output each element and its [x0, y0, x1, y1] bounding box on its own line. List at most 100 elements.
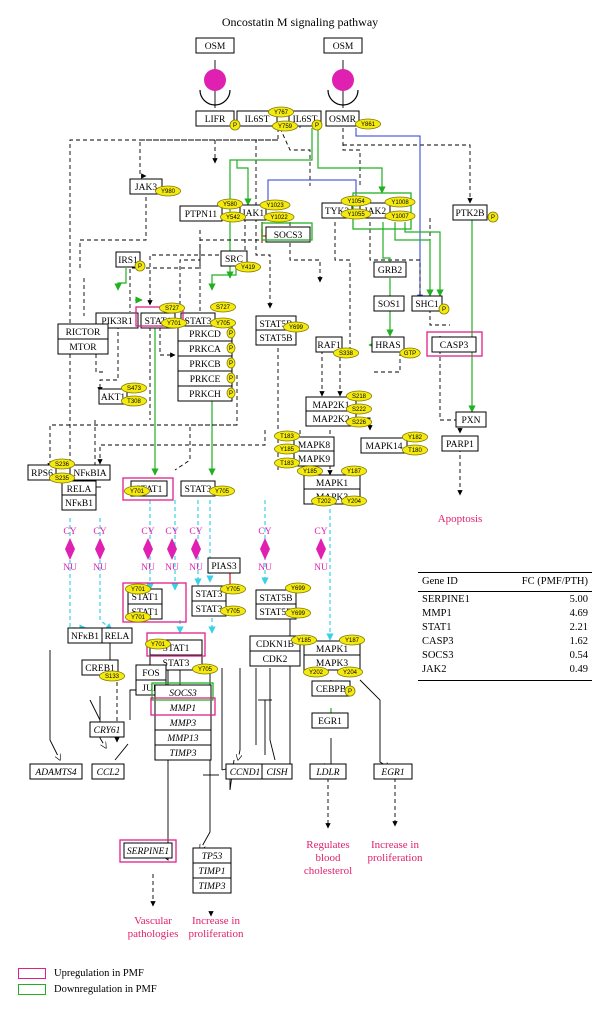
phospho-site: Y980 [154, 185, 181, 197]
node-map2k2: MAP2K2 [305, 410, 357, 427]
phospho-site: S218 [345, 390, 372, 402]
phospho-site: Y1008 [384, 196, 416, 208]
node-socs3: SOCS3 [265, 226, 311, 243]
phospho-site: Y699 [284, 582, 311, 594]
phospho-site-label: Y767 [274, 110, 289, 116]
phospho-site-label: S235 [55, 476, 70, 482]
phospho-site: P [226, 387, 236, 399]
fc-gene: SOCS3 [422, 650, 454, 661]
fc-value: 5.00 [569, 594, 588, 605]
node-label: PRKCB [189, 360, 220, 370]
node-il6st: IL6ST [236, 110, 278, 127]
node-prkca: PRKCA [177, 340, 233, 357]
phospho-site: T202 [310, 495, 337, 507]
phospho-site: Y701 [124, 485, 151, 497]
node-cry61: CRY61 [89, 721, 125, 738]
node-shc1: SHC1 [411, 295, 443, 312]
node-sos1: SOS1 [373, 295, 405, 312]
node-mapk3: MAPK3 [303, 654, 361, 671]
node-label: MMP13 [166, 734, 198, 744]
node-raf1: RAF1 [315, 336, 343, 353]
legend-up-swatch [18, 967, 46, 979]
node-label: STAT5B [259, 334, 292, 344]
phospho-site-label: P [348, 689, 352, 695]
node-rictor: RICTOR [57, 323, 109, 340]
phospho-site-label: GTP [404, 351, 416, 357]
node-label: TIMP1 [199, 867, 226, 877]
node-label: MAPK14 [366, 442, 403, 452]
phospho-site-label: T202 [317, 499, 331, 505]
cy-label: CY [141, 527, 154, 537]
phospho-site: S236 [49, 458, 76, 470]
phospho-site-label: Y187 [347, 469, 362, 475]
phospho-site: T183 [273, 457, 300, 469]
node-label: MAP2K1 [313, 401, 350, 411]
node-label: CASP3 [440, 341, 469, 351]
node-label: IL6ST [293, 115, 318, 125]
phospho-site: P [226, 342, 236, 354]
cy-label: CY [93, 527, 106, 537]
phospho-site-label: S236 [55, 462, 70, 468]
legend-up-label: Upregulation in PMF [54, 967, 144, 979]
fc-value: 1.62 [569, 636, 588, 647]
phospho-site: Y705 [208, 485, 235, 497]
phospho-site: Y187 [340, 465, 367, 477]
node-prkcb: PRKCB [177, 355, 233, 372]
node-label: RELA [67, 485, 92, 495]
node-label: STAT3 [185, 485, 212, 495]
outcome-prolif-1: Increase in [192, 915, 240, 927]
phospho-site: Y187 [338, 634, 365, 646]
phospho-site: Y1023 [259, 199, 291, 211]
phospho-site: Y202 [302, 666, 329, 678]
phospho-site: Y182 [401, 431, 428, 443]
receptor-osm-left [195, 37, 235, 106]
node-mapk8: MAPK8 [293, 436, 335, 453]
node-label: CEBPB [316, 685, 346, 695]
outcome-prolif-2: proliferation [189, 928, 244, 940]
node-ldlr: LDLR [309, 763, 347, 780]
node-label: NFκB1 [71, 632, 99, 642]
node-label: NFκB1 [65, 499, 93, 509]
phospho-site: S338 [332, 347, 359, 359]
node-label: STAT5B [259, 608, 292, 618]
node-label: EGR1 [318, 717, 342, 727]
fc-value: 0.49 [569, 664, 588, 675]
node-label: JUN [142, 684, 160, 694]
node-label: FOS [142, 669, 159, 679]
node-label: NFκBIA [73, 469, 106, 479]
phospho-site-label: S222 [352, 407, 367, 413]
node-label: PXN [461, 416, 480, 426]
phospho-site: T180 [401, 444, 428, 456]
phospho-site: Y1007 [384, 210, 416, 222]
node-mapk9: MAPK9 [293, 450, 335, 467]
node-label: STAT3 [196, 590, 223, 600]
phospho-site: P [229, 119, 241, 131]
translocation-diamond [143, 538, 153, 560]
node-label: EGR1 [380, 768, 404, 778]
node-label: STAT3 [185, 317, 212, 327]
node-label: SRC [225, 255, 243, 265]
node-label: PRKCD [189, 330, 221, 340]
phospho-site: Y542 [219, 211, 246, 223]
phospho-site-label: Y705 [215, 489, 230, 495]
phospho-site: P [226, 357, 236, 369]
node-label: MMP1 [169, 704, 196, 714]
phospho-site-label: S226 [352, 420, 367, 426]
phospho-site: S226 [345, 416, 372, 428]
phospho-site: Y185 [290, 634, 317, 646]
phospho-site-label: S473 [127, 386, 142, 392]
phospho-site-label: Y701 [131, 615, 146, 621]
phospho-site-label: T183 [280, 434, 294, 440]
legend: Upregulation in PMF Downregulation in PM… [18, 965, 157, 997]
node-label: JAK2 [364, 207, 386, 217]
node-ccnd1: CCND1 [225, 763, 265, 780]
node-mmp13: MMP13 [154, 729, 212, 746]
outcomes: Apoptosis Vascular pathologies Increase … [128, 513, 483, 940]
node-label: STAT1 [132, 593, 159, 603]
node-label: SOCS3 [274, 231, 303, 241]
